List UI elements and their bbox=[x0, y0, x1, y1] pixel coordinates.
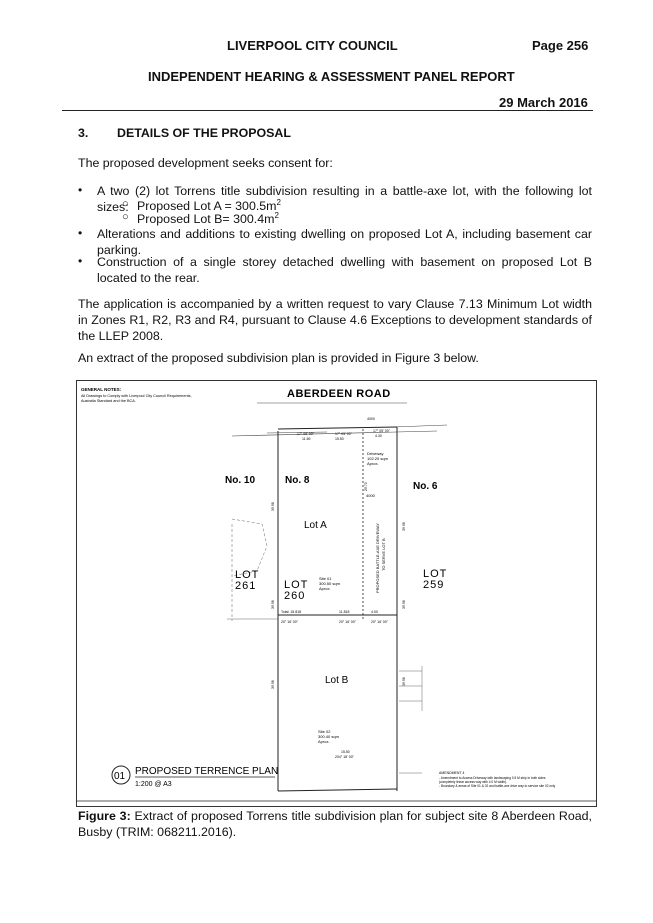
page-number: Page 256 bbox=[532, 38, 589, 53]
amendment-title: AMENDMENT 4 bbox=[439, 771, 464, 775]
plan-title: PROPOSED TERRENCE PLAN bbox=[135, 766, 278, 777]
plan-scale: 1:200 @ A3 bbox=[135, 781, 172, 788]
frontage-dim-line bbox=[266, 431, 328, 434]
dim-total-15-818: Total: 15.818 bbox=[281, 610, 301, 614]
amendment-line-3: - Boundary & areas of Site 01 & 02 and b… bbox=[439, 784, 556, 788]
plan-number-circle bbox=[111, 765, 131, 785]
bullet-dot: • bbox=[78, 183, 83, 197]
bearing-2: 17° 05' 00" bbox=[335, 432, 353, 436]
bullet-dot: • bbox=[78, 226, 83, 240]
label-lot-260-top: LOT bbox=[284, 579, 308, 591]
side-dim-right-2: 39.98 bbox=[402, 600, 406, 609]
footpath-line bbox=[392, 424, 448, 428]
front-boundary bbox=[277, 426, 398, 430]
side-dim-left-3: 39.98 bbox=[271, 680, 275, 689]
site-02-approx: Aprox. bbox=[318, 739, 330, 744]
dim-15-50-b: 15.50 bbox=[341, 750, 350, 754]
figure-caption: Figure 3: Extract of proposed Torrens ti… bbox=[78, 808, 592, 840]
amendment-line-1: - Amendment to Access Driveway with land… bbox=[439, 776, 546, 780]
sub-bullet-marker: ○ bbox=[122, 211, 129, 223]
label-no-10: No. 10 bbox=[225, 475, 255, 486]
subdivision-plan-drawing: GENERAL NOTES: All Drawings to Comply wi… bbox=[77, 387, 596, 802]
dim-4-00: 4.00 bbox=[371, 610, 378, 614]
label-lot-261-top: LOT bbox=[235, 569, 259, 581]
label-lot-b: Lot B bbox=[325, 675, 349, 686]
bearing-1: 17° 05' 00" bbox=[297, 432, 315, 436]
side-dim-left-1: 39.98 bbox=[271, 502, 275, 511]
label-lot-260-bottom: 260 bbox=[284, 590, 305, 602]
sub-bullet-1: Proposed Lot A = 300.5m2 bbox=[137, 198, 281, 214]
bullet-dot: • bbox=[78, 254, 83, 268]
bearing-6: 20° 16' 00" bbox=[371, 620, 389, 624]
sub-bullet-marker: ○ bbox=[122, 198, 129, 210]
figure-caption-label: Figure 3: bbox=[78, 809, 131, 823]
sub-bullet-2: Proposed Lot B= 300.4m2 bbox=[137, 211, 279, 227]
lot-b-rear-boundary bbox=[277, 788, 398, 792]
side-dim-left-2: 39.98 bbox=[271, 600, 275, 609]
general-notes-line-2: Australia Standard and the BCA. bbox=[81, 399, 136, 403]
label-lot-259-bottom: 259 bbox=[423, 579, 444, 591]
road-name: ABERDEEN ROAD bbox=[287, 388, 391, 400]
bullet-1: A two (2) lot Torrens title subdivision … bbox=[97, 184, 592, 214]
site-01-approx: Aprox. bbox=[319, 586, 331, 591]
section-number: 3. bbox=[78, 126, 89, 140]
battle-axe-label-2: TO SERVE LOT B bbox=[381, 538, 386, 571]
general-notes-line-1: All Drawings to Comply with Liverpool Ci… bbox=[81, 394, 192, 398]
bearing-7: 204° 18' 00" bbox=[335, 755, 355, 759]
amendment-line-2: (completely linear access way with 4.0 M… bbox=[439, 780, 507, 784]
figure-caption-text: Extract of proposed Torrens title subdiv… bbox=[78, 809, 592, 839]
site-02-area: 300.40 sqm bbox=[318, 734, 340, 739]
paragraph-variation-request: The application is accompanied by a writ… bbox=[78, 297, 592, 343]
dim-4000-b: 4000 bbox=[366, 493, 376, 498]
neighbour-building bbox=[231, 518, 268, 577]
dim-11-69: 11.69 bbox=[302, 437, 311, 441]
driveway-area: 102.20 sqm bbox=[367, 456, 389, 461]
general-notes-title: GENERAL NOTES: bbox=[81, 387, 122, 392]
paragraph-figure-reference: An extract of the proposed subdivision p… bbox=[78, 351, 479, 365]
driveway-label: Driveway bbox=[367, 451, 383, 456]
site-01-label: Site 01 bbox=[319, 576, 332, 581]
dim-4-30: 4.30 bbox=[375, 434, 382, 438]
subdivision-plan-figure: GENERAL NOTES: All Drawings to Comply wi… bbox=[76, 380, 597, 807]
label-no-8: No. 8 bbox=[285, 475, 310, 486]
side-dim-right-1: 39.98 bbox=[402, 522, 406, 531]
driveway-approx: Aprox. bbox=[367, 461, 379, 466]
intro-text: The proposed development seeks consent f… bbox=[78, 156, 333, 170]
side-dim-right-3: 39.98 bbox=[402, 677, 406, 686]
label-lot-261-bottom: 261 bbox=[235, 580, 256, 592]
driveway-length-dim: 29.70 bbox=[364, 482, 368, 491]
report-date: 29 March 2016 bbox=[499, 95, 588, 110]
dim-4000: 4000 bbox=[367, 417, 375, 421]
header-rule bbox=[62, 110, 593, 111]
bearing-5: 20° 16' 00" bbox=[339, 620, 357, 624]
plan-number: 01 bbox=[114, 771, 126, 782]
section-title: DETAILS OF THE PROPOSAL bbox=[117, 126, 291, 140]
bullet-3: Construction of a single storey detached… bbox=[97, 255, 592, 285]
label-lot-a: Lot A bbox=[304, 520, 327, 531]
dim-11-818: 11.818 bbox=[339, 610, 349, 614]
label-lot-259-top: LOT bbox=[423, 568, 447, 580]
label-no-6: No. 6 bbox=[413, 481, 438, 492]
bearing-4: 20° 16' 00" bbox=[281, 620, 299, 624]
site-02-label: Site 02 bbox=[318, 729, 331, 734]
bullet-2: Alterations and additions to existing dw… bbox=[97, 227, 592, 257]
dim-15-50: 15.50 bbox=[335, 437, 344, 441]
council-name: LIVERPOOL CITY COUNCIL bbox=[227, 38, 398, 53]
bearing-3: 17° 05' 00" bbox=[373, 429, 391, 433]
road-kerb-line bbox=[231, 430, 438, 437]
site-01-area: 300.50 sqm bbox=[319, 581, 341, 586]
report-title: INDEPENDENT HEARING & ASSESSMENT PANEL R… bbox=[148, 69, 515, 84]
battle-axe-label: PROPOSED BATTLE-AXE DRIVEWAY bbox=[375, 523, 380, 593]
